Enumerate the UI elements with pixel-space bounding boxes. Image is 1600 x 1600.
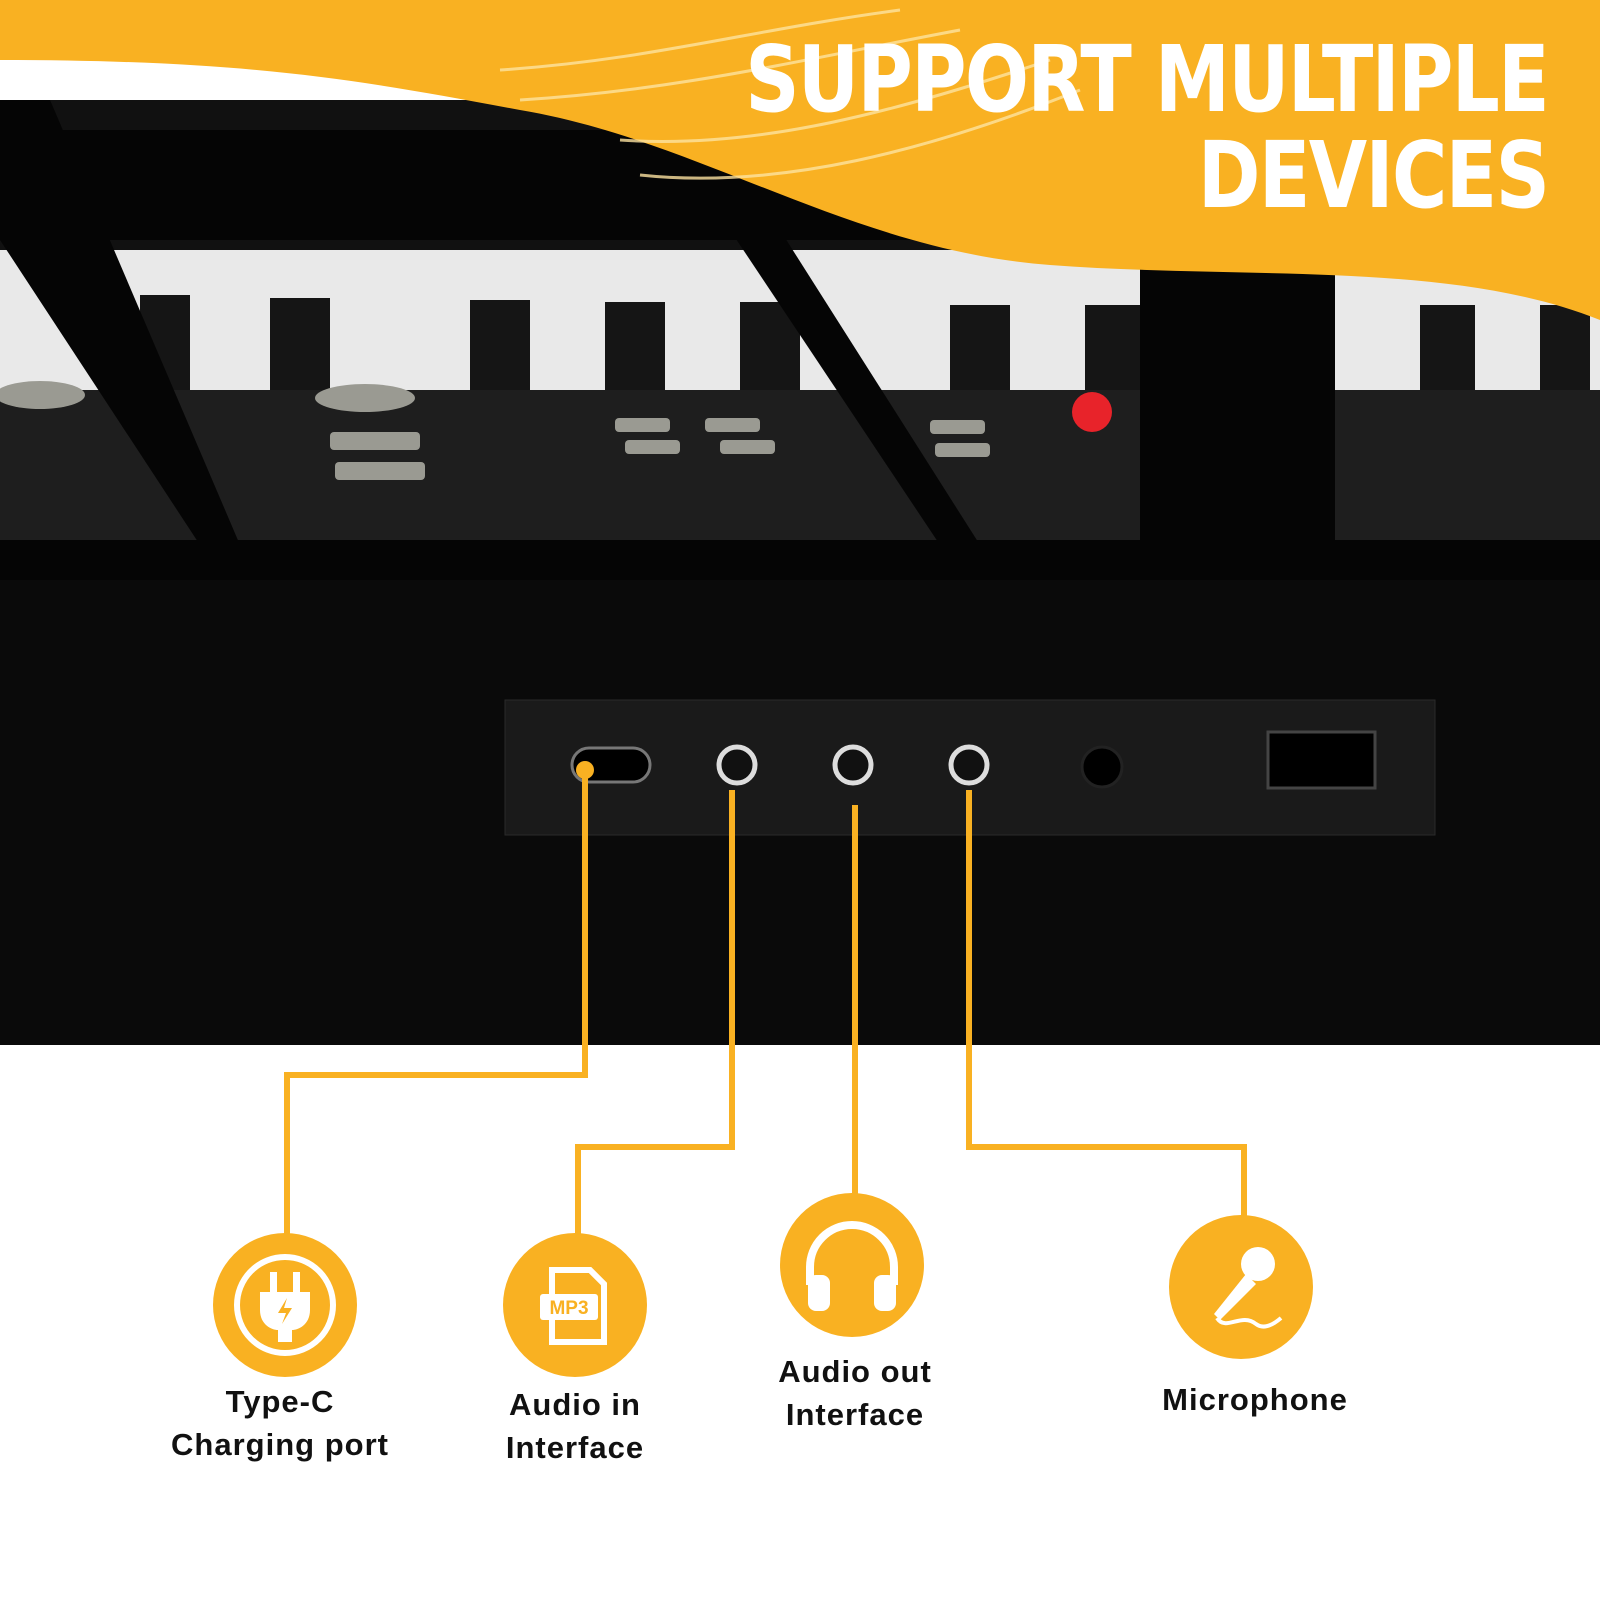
headphones-icon (780, 1193, 924, 1337)
banner-title-line1: SUPPORT MULTIPLE (745, 26, 1549, 133)
microphone-jack (948, 744, 990, 786)
connector-lines (284, 770, 1247, 1240)
microphone-icon (1169, 1215, 1313, 1359)
music-notes (499, 8, 1081, 180)
control-panel (0, 390, 1600, 560)
svg-text:MP3: MP3 (549, 1298, 588, 1319)
plug-icon (213, 1233, 357, 1377)
black-keys (140, 295, 1590, 405)
banner-title-line2: DEVICES (1197, 122, 1550, 229)
audio-in-jack (716, 744, 758, 786)
banner (0, 0, 1600, 320)
feature-label-microphone: Microphone (1162, 1382, 1348, 1417)
power-switch (1266, 730, 1377, 790)
mp3-file-icon: MP3 (503, 1233, 647, 1377)
power-button (1072, 392, 1112, 432)
audio-out-jack (832, 744, 874, 786)
